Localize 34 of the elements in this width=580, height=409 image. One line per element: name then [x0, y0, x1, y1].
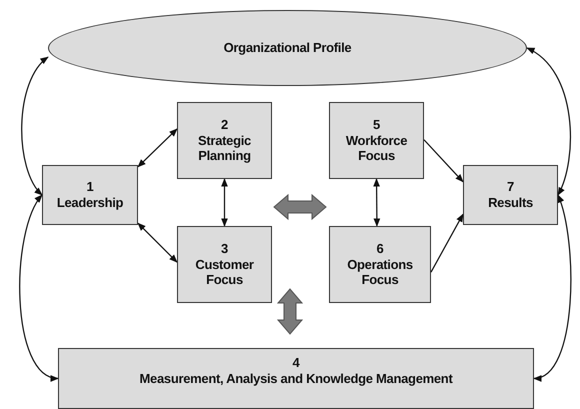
category-number: 3	[221, 241, 228, 257]
category-box	[177, 226, 272, 303]
category-box	[463, 165, 558, 225]
category-label: Results	[488, 195, 533, 211]
connector-arrow	[526, 47, 571, 196]
double-arrow	[276, 288, 304, 335]
category-number: 2	[221, 117, 228, 133]
category-label: Operations Focus	[346, 256, 414, 288]
connector-arrow	[137, 222, 178, 263]
connector-arrow	[19, 194, 59, 380]
category-number: 4	[292, 355, 300, 371]
connector-arrow	[424, 139, 464, 182]
connector-arrow	[533, 194, 572, 380]
category-box	[42, 165, 138, 225]
category-box	[177, 102, 272, 179]
category-box	[329, 226, 431, 303]
category-label: Organizational Profile	[224, 40, 352, 56]
category-number: 7	[507, 179, 514, 195]
category-label: Customer Focus	[194, 256, 255, 288]
category-label: Leadership	[56, 195, 124, 211]
category-number: 1	[86, 179, 94, 195]
category-label: Workforce Focus	[344, 132, 408, 164]
category-box	[329, 102, 424, 179]
connector-arrow	[221, 178, 228, 227]
category-number: 6	[376, 241, 384, 257]
category-label: Measurement, Analysis and Knowledge Management	[140, 370, 452, 386]
category-label: Strategic Planning	[197, 132, 252, 164]
connector-arrow	[137, 128, 178, 168]
connector-arrow	[21, 56, 49, 196]
double-arrow	[273, 194, 327, 220]
connector-arrow	[430, 213, 464, 272]
category-number: 5	[373, 117, 380, 133]
category-box	[58, 348, 534, 409]
connector-arrow	[373, 178, 380, 227]
